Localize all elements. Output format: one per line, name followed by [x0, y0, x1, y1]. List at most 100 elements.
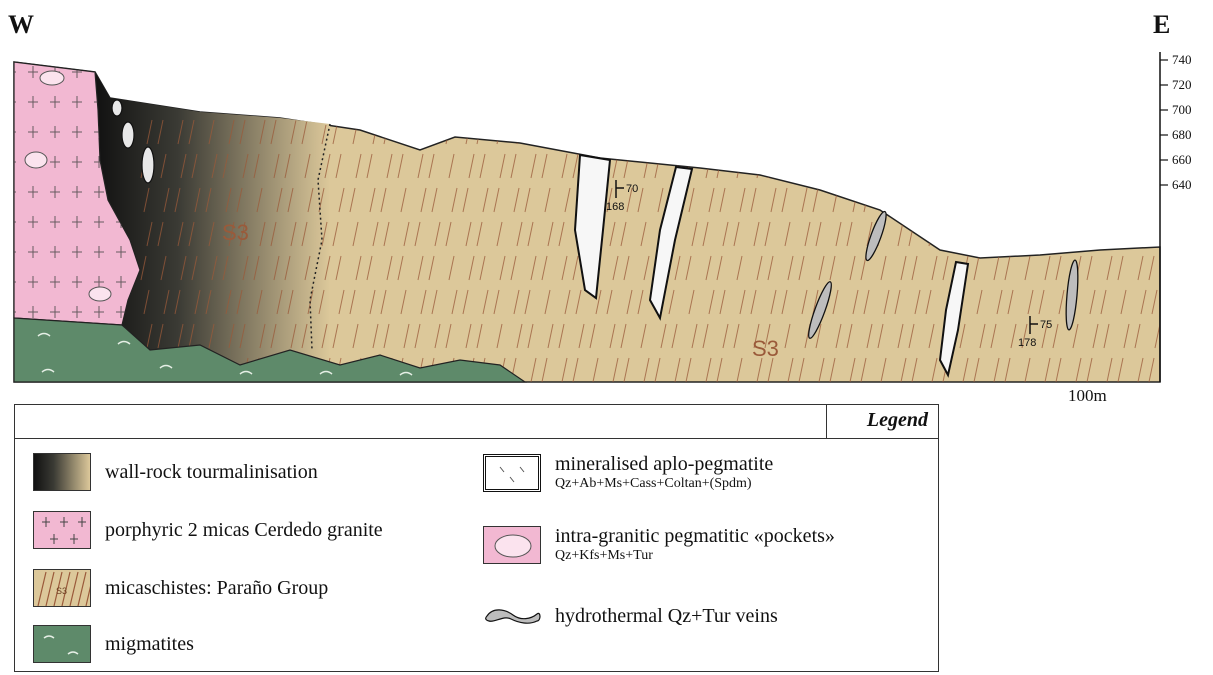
foliation-stroke — [1011, 222, 1016, 246]
foliation-stroke — [1053, 222, 1058, 246]
foliation-stroke — [895, 188, 900, 212]
foliation-stroke — [1124, 120, 1129, 144]
foliation-stroke — [949, 120, 954, 144]
legend-title: Legend — [826, 405, 938, 439]
legend-item-veins: hydrothermal Qz+Tur veins — [483, 597, 778, 635]
foliation-stroke — [734, 120, 739, 144]
foliation-stroke — [1073, 120, 1078, 144]
foliation-stroke — [943, 154, 948, 178]
dip-value-1: 70 — [626, 183, 638, 195]
foliation-stroke — [548, 120, 553, 144]
foliation-stroke — [878, 120, 883, 144]
foliation-stroke — [1107, 154, 1112, 178]
elevation-tick-label: 740 — [1172, 52, 1192, 67]
foliation-stroke — [799, 154, 804, 178]
foliation-stroke — [723, 120, 728, 144]
swatch-aplopegmatite — [483, 454, 541, 492]
elevation-tick-label: 700 — [1172, 102, 1192, 117]
foliation-stroke — [957, 188, 962, 212]
foliation-stroke — [435, 120, 440, 144]
legend-header-rule — [15, 438, 826, 439]
foliation-stroke — [1093, 120, 1098, 144]
foliation-stroke — [1008, 188, 1013, 212]
elevation-tick-label: 680 — [1172, 127, 1192, 142]
foliation-stroke — [1104, 222, 1109, 246]
swatch-migmatite — [33, 625, 91, 663]
foliation-stroke — [1087, 154, 1092, 178]
foliation-stroke — [912, 154, 917, 178]
elevation-tick-label: 640 — [1172, 177, 1192, 192]
dip-value-2: 75 — [1040, 319, 1052, 331]
swatch-micaschist-text: S3 — [56, 586, 67, 596]
foliation-stroke — [1121, 188, 1126, 212]
foliation-stroke — [415, 120, 420, 144]
foliation-stroke — [836, 120, 841, 144]
foliation-stroke — [404, 120, 409, 144]
pockets-minerals: Qz+Kfs+Ms+Tur — [555, 547, 835, 564]
legend: Legend wall-rock tourmalinisation porphy… — [14, 404, 939, 672]
legend-label-migmatite: migmatites — [105, 633, 194, 655]
foliation-stroke — [850, 154, 855, 178]
foliation-stroke — [768, 154, 773, 178]
foliation-stroke — [1042, 222, 1047, 246]
foliation-stroke — [1028, 188, 1033, 212]
foliation-stroke — [884, 188, 889, 212]
foliation-stroke — [1073, 222, 1078, 246]
foliation-stroke — [960, 120, 965, 144]
aplopegmatite-name: mineralised aplo-pegmatite — [555, 453, 773, 475]
foliation-stroke — [980, 222, 985, 246]
foliation-stroke — [661, 120, 666, 144]
foliation-stroke — [1101, 188, 1106, 212]
foliation-stroke — [517, 120, 522, 144]
scale-bar-label: 100m — [1068, 386, 1107, 406]
foliation-label-left: S3 — [222, 220, 249, 245]
aplopegmatite-minerals: Qz+Ab+Ms+Cass+Coltan+(Spdm) — [555, 475, 773, 492]
elevation-tick-label: 660 — [1172, 152, 1192, 167]
foliation-stroke — [980, 120, 985, 144]
foliation-stroke — [610, 120, 615, 144]
foliation-stroke — [997, 188, 1002, 212]
legend-label-veins: hydrothermal Qz+Tur veins — [555, 605, 778, 627]
foliation-stroke — [963, 154, 968, 178]
foliation-stroke — [909, 120, 914, 144]
legend-label-aplopegmatite: mineralised aplo-pegmatite Qz+Ab+Ms+Cass… — [555, 453, 773, 492]
foliation-stroke — [926, 188, 931, 212]
foliation-stroke — [1141, 188, 1146, 212]
foliation-stroke — [1045, 154, 1050, 178]
swatch-veins — [483, 597, 541, 635]
foliation-stroke — [1022, 222, 1027, 246]
legend-item-tourmalinisation: wall-rock tourmalinisation — [33, 453, 318, 491]
foliation-stroke — [1056, 154, 1061, 178]
foliation-stroke — [754, 120, 759, 144]
foliation-stroke — [621, 120, 626, 144]
foliation-stroke — [819, 154, 824, 178]
foliation-stroke — [901, 154, 906, 178]
foliation-stroke — [994, 154, 999, 178]
foliation-stroke — [1093, 222, 1098, 246]
foliation-stroke — [785, 120, 790, 144]
foliation-stroke — [977, 188, 982, 212]
azimuth-value-2: 178 — [1018, 337, 1036, 349]
foliation-stroke — [590, 120, 595, 144]
foliation-stroke — [1149, 154, 1154, 178]
foliation-stroke — [1135, 222, 1140, 246]
foliation-stroke — [1042, 120, 1047, 144]
swatch-micaschist: S3 — [33, 569, 91, 607]
foliation-stroke — [1005, 154, 1010, 178]
foliation-stroke — [898, 120, 903, 144]
foliation-stroke — [559, 120, 564, 144]
foliation-stroke — [1118, 154, 1123, 178]
foliation-stroke — [805, 120, 810, 144]
foliation-stroke — [1124, 222, 1129, 246]
foliation-stroke — [1022, 120, 1027, 144]
foliation-stroke — [1138, 154, 1143, 178]
foliation-stroke — [960, 222, 965, 246]
foliation-stroke — [861, 154, 866, 178]
foliation-stroke — [788, 154, 793, 178]
swatch-tourmalinisation — [33, 453, 91, 491]
legend-item-micaschist: S3 micaschistes: Paraño Group — [33, 569, 328, 607]
legend-label-pockets: intra-granitic pegmatitic «pockets» Qz+K… — [555, 525, 835, 564]
foliation-stroke — [881, 154, 886, 178]
foliation-stroke — [1070, 188, 1075, 212]
swatch-pockets — [483, 526, 541, 564]
